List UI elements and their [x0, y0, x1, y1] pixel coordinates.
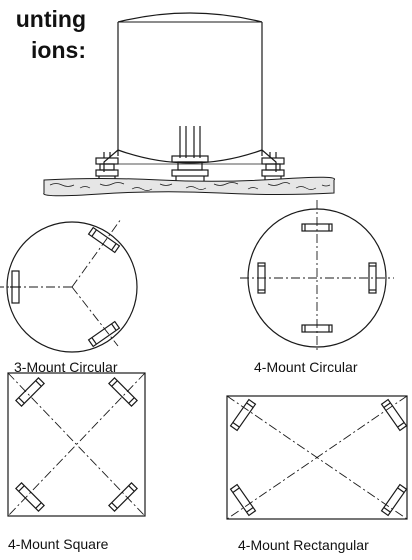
label-4-mount-rectangular: 4-Mount Rectangular: [238, 537, 369, 553]
label-4-mount-square: 4-Mount Square: [8, 536, 109, 552]
diagram-3-mount-circular: [0, 218, 138, 353]
title-line-1: unting: [15, 6, 86, 32]
label-4-mount-circular: 4-Mount Circular: [254, 359, 358, 375]
load-cell-mount-right: [261, 152, 285, 181]
diagram-4-mount-square: [7, 372, 146, 517]
mount-bottom-right: [108, 482, 138, 512]
title-line-2: ions:: [31, 37, 86, 63]
mount-lower-right: [87, 320, 121, 348]
outline-rectangle: [226, 395, 408, 520]
mount-bottom: [301, 324, 333, 333]
tank-elevation: [43, 12, 335, 197]
mount-left: [10, 270, 21, 304]
mount-top-right: [380, 398, 408, 432]
load-cell-mount-center: [171, 126, 209, 182]
mount-top-left: [229, 398, 257, 432]
diagram-4-mount-rectangular: [226, 395, 408, 520]
mount-bottom-left: [229, 483, 257, 517]
page-title: unting ions:: [0, 4, 86, 66]
tank-dome: [117, 12, 263, 23]
mount-right: [368, 262, 377, 294]
mount-top: [301, 223, 333, 232]
label-3-mount-circular: 3-Mount Circular: [14, 359, 118, 375]
tank-bottom: [117, 149, 263, 164]
diagram-4-mount-circular: [240, 200, 394, 352]
load-cell-mount-left: [95, 152, 119, 181]
foundation-slab: [43, 176, 335, 197]
centerlines: [240, 200, 394, 352]
mount-bottom-left: [15, 482, 45, 512]
mount-top-left: [15, 377, 45, 407]
mount-top-right: [108, 377, 138, 407]
diagonals: [7, 372, 146, 517]
diagonals: [226, 395, 408, 520]
mount-left: [257, 262, 266, 294]
mount-upper-right: [87, 226, 121, 254]
mount-bottom-right: [380, 483, 408, 517]
outline-square: [7, 372, 146, 517]
centerlines: [0, 218, 122, 347]
